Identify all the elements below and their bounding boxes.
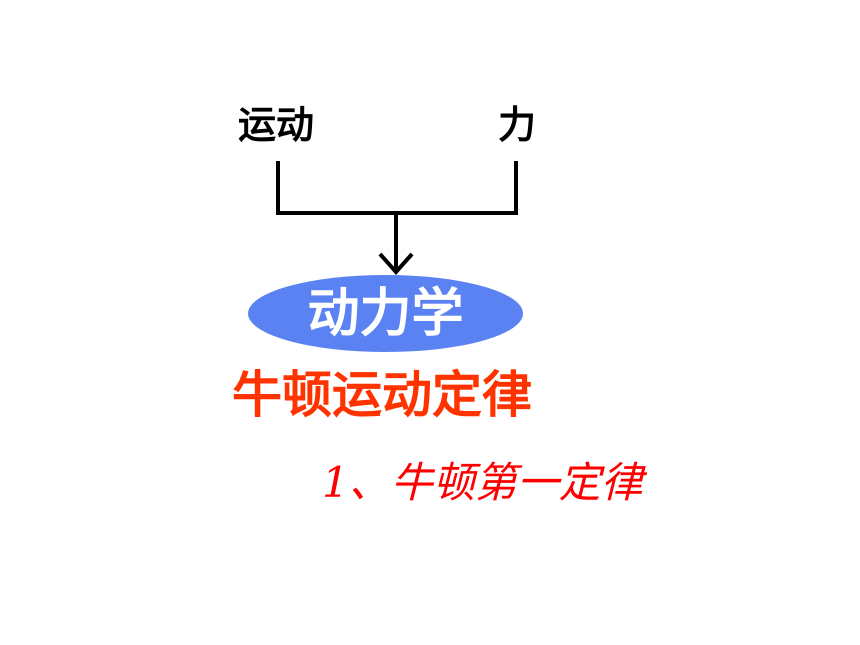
newton-laws-heading: 牛顿运动定律 [232,366,532,424]
first-law-subheading: 1、牛顿第一定律 [322,458,643,507]
dynamics-label: 动力学 [307,283,464,344]
motion-label: 运动 [238,103,315,147]
dynamics-ellipse [248,275,523,352]
force-label: 力 [498,103,537,147]
